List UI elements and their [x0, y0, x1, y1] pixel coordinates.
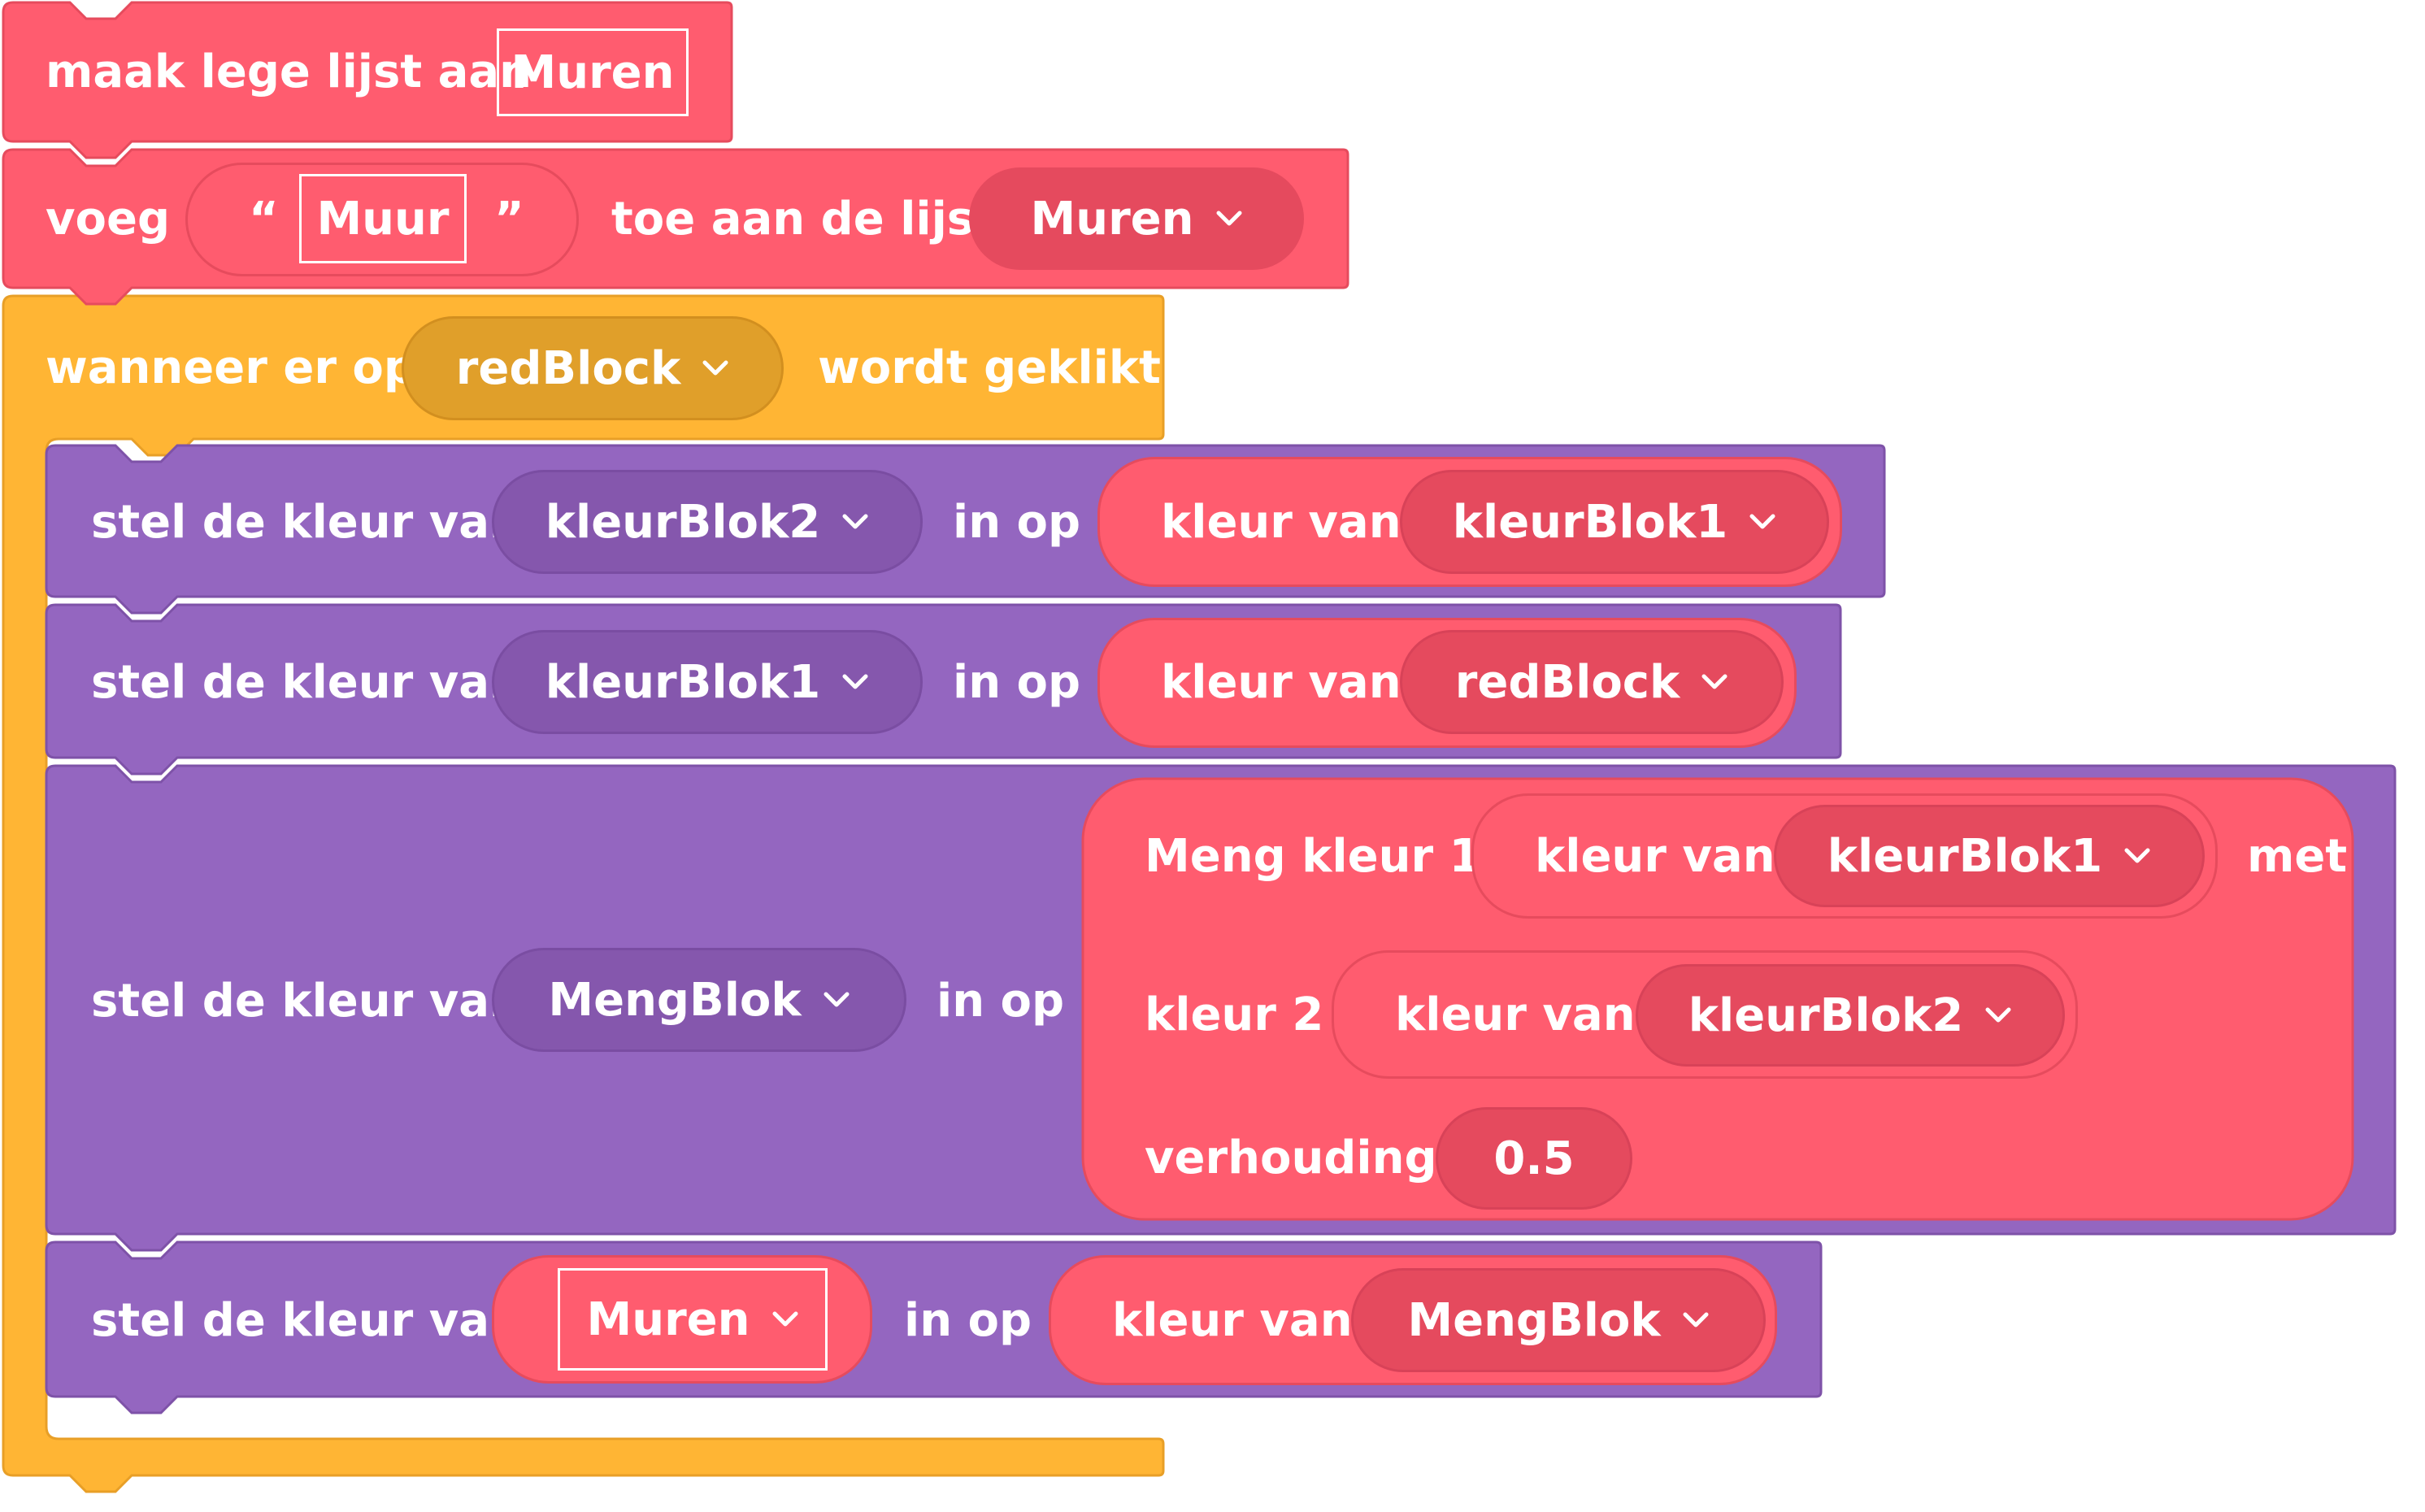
value-dropdown[interactable]: kleurBlok1 [1400, 470, 1829, 574]
target-dropdown[interactable]: Muren [558, 1268, 828, 1371]
value-dropdown-value: kleurBlok1 [1452, 495, 1728, 549]
color-of-label: kleur van [1112, 1294, 1353, 1347]
target-dropdown-value: kleurBlok1 [545, 655, 821, 709]
value-dropdown-value: redBlock [1454, 655, 1680, 709]
clicked-label: wordt geklikt [818, 341, 1161, 394]
list-target-reporter[interactable] [492, 1255, 872, 1384]
quote-open: “ [249, 193, 279, 245]
mix-color1-label: Meng kleur 1 [1145, 830, 1481, 883]
chevron-down-icon [824, 992, 850, 1007]
chevron-down-icon [702, 360, 728, 376]
target-dropdown-value: kleurBlok2 [545, 495, 821, 549]
value-dropdown[interactable]: redBlock [1400, 630, 1784, 734]
target-dropdown-value: Muren [586, 1293, 750, 1346]
chevron-down-icon [1683, 1312, 1709, 1327]
list-dropdown-value: Muren [1030, 192, 1194, 245]
chevron-down-icon [1701, 674, 1727, 689]
set-color-label: stel de kleur van [91, 975, 522, 1028]
chevron-down-icon [1749, 514, 1775, 529]
color-of-label: kleur van [1535, 830, 1775, 883]
in-op-label: in op [953, 496, 1081, 549]
make-list-block[interactable] [2, 1, 733, 159]
met-label: met [2247, 830, 2348, 883]
value-dropdown-value: MengBlok [1407, 1293, 1661, 1347]
chevron-down-icon [1985, 1007, 2011, 1023]
mix-color2-label: kleur 2 [1145, 988, 1324, 1041]
ratio-label: verhouding [1145, 1132, 1437, 1184]
target-dropdown[interactable]: kleurBlok1 [492, 630, 923, 734]
list-name-field[interactable]: Muren [497, 28, 689, 116]
make-list-label: maak lege lijst aan [46, 46, 532, 98]
text-value-field[interactable]: Muur [299, 174, 467, 263]
color-of-label: kleur van [1161, 656, 1402, 709]
list-dropdown[interactable]: Muren [969, 167, 1304, 270]
target-dropdown-value: MengBlok [548, 973, 802, 1027]
in-op-label: in op [937, 975, 1065, 1028]
mix-color2-dropdown-value: kleurBlok2 [1688, 988, 1964, 1042]
chevron-down-icon [842, 674, 868, 689]
mix-color2-dropdown[interactable]: kleurBlok2 [1636, 964, 2065, 1067]
chevron-down-icon [2124, 848, 2150, 863]
add-label: voeg [46, 193, 171, 245]
set-color-label: stel de kleur van [91, 1294, 522, 1347]
in-op-label: in op [953, 656, 1081, 709]
color-of-label: kleur van [1161, 496, 1402, 549]
set-color-label: stel de kleur van [91, 656, 522, 709]
set-color-label: stel de kleur van [91, 496, 522, 549]
when-clicked-event-block[interactable] [2, 294, 1165, 1493]
ratio-input[interactable]: 0.5 [1436, 1107, 1632, 1210]
target-dropdown[interactable]: kleurBlok2 [492, 470, 923, 574]
to-list-label: toe aan de lijst [611, 193, 996, 245]
color-of-label: kleur van [1395, 988, 1636, 1041]
chevron-down-icon [842, 514, 868, 529]
value-dropdown[interactable]: MengBlok [1351, 1268, 1766, 1372]
quote-close: ” [494, 193, 524, 245]
sprite-dropdown[interactable]: redBlock [402, 316, 784, 420]
when-label: wanneer er op [46, 341, 416, 394]
text-input-reporter[interactable] [185, 163, 579, 276]
target-dropdown[interactable]: MengBlok [492, 948, 906, 1052]
mix-color1-dropdown[interactable]: kleurBlok1 [1774, 805, 2205, 907]
in-op-label: in op [904, 1294, 1032, 1347]
mix-color1-dropdown-value: kleurBlok1 [1827, 829, 2103, 883]
chevron-down-icon [772, 1311, 798, 1327]
chevron-down-icon [1216, 211, 1242, 226]
sprite-dropdown-value: redBlock [455, 341, 681, 395]
